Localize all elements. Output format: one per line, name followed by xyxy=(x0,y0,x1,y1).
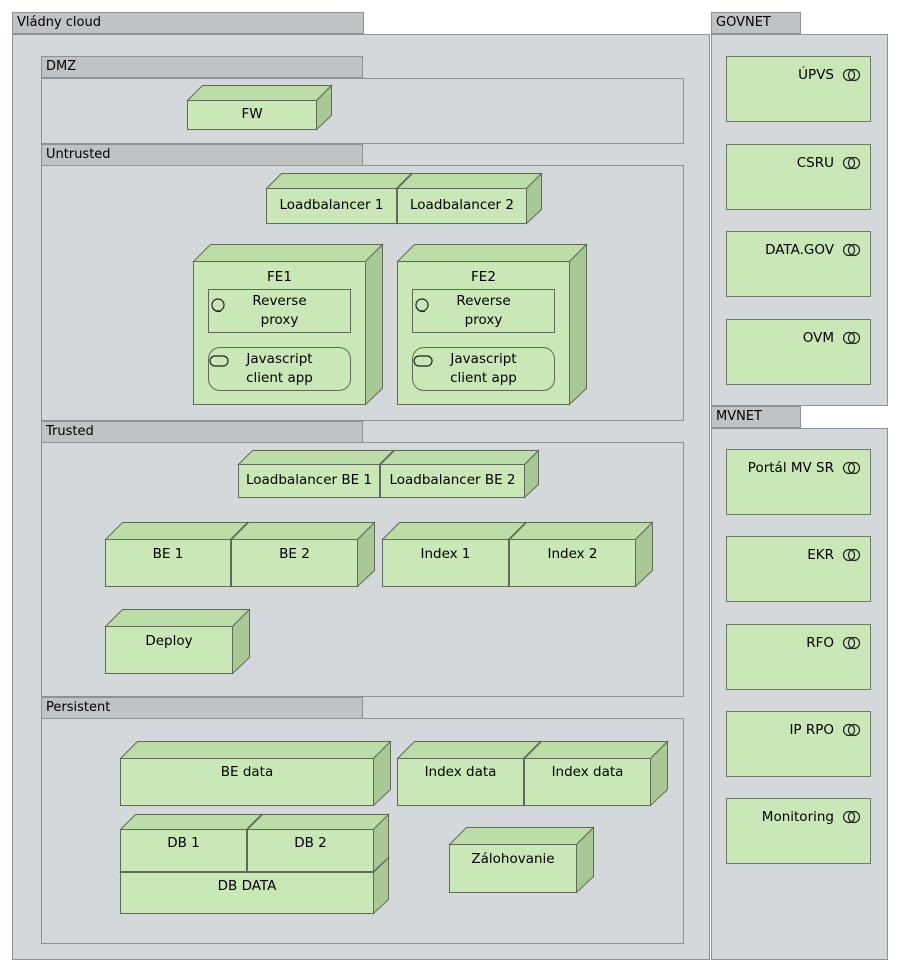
node-fw-label: FW xyxy=(241,106,263,122)
node-box-shape xyxy=(379,449,540,499)
node-index-1: Index 1 xyxy=(381,521,527,588)
node-be-2: BE 2 xyxy=(230,521,376,588)
mvnet-service-label: Monitoring xyxy=(761,809,834,826)
node-box-shape xyxy=(230,521,376,588)
mvnet-service-label: Portál MV SR xyxy=(747,460,834,476)
group-tab-mvnet: MVNET xyxy=(711,406,801,428)
node-db-data: DB DATA xyxy=(119,856,390,915)
node-be-data-label: BE data xyxy=(220,764,274,780)
node-fe2: FE2 Reverse proxy Javascript client app xyxy=(396,243,588,406)
fe2-javascript-client-app-label: Javascript client app xyxy=(450,351,517,386)
communication-network-icon xyxy=(842,811,861,824)
node-fe2-title: FE2 xyxy=(471,269,496,285)
group-dmz xyxy=(41,78,684,144)
node-loadbalancer-2: Loadbalancer 2 xyxy=(396,172,543,225)
node-loadbalancer-be-1-label: Loadbalancer BE 1 xyxy=(245,472,373,488)
node-fe1-title: FE1 xyxy=(267,269,292,285)
communication-network-icon xyxy=(842,549,861,562)
communication-network-icon xyxy=(842,156,861,169)
node-box-shape xyxy=(396,172,543,225)
node-loadbalancer-be-2-label: Loadbalancer BE 2 xyxy=(389,472,516,488)
mvnet-service-portal-mv-sr: Portál MV SR xyxy=(726,449,871,515)
mvnet-service-label: RFO xyxy=(806,634,834,651)
group-tab-vladny-cloud: Vládny cloud xyxy=(12,12,364,34)
node-zalohovanie-label: Zálohovanie xyxy=(471,851,555,867)
node-index-2-label: Index 2 xyxy=(547,546,598,562)
fe1-reverse-proxy: Reverse proxy xyxy=(208,289,351,333)
govnet-service-upvs: ÚPVS xyxy=(726,56,871,122)
govnet-service-label: OVM xyxy=(802,329,834,346)
node-be-1-label: BE 1 xyxy=(152,546,184,562)
node-loadbalancer-be-2: Loadbalancer BE 2 xyxy=(379,449,540,499)
govnet-service-csru: CSRU xyxy=(726,143,871,210)
node-index-data-2-label: Index data xyxy=(551,764,624,780)
communication-network-icon xyxy=(842,68,861,82)
node-index-2: Index 2 xyxy=(508,521,654,588)
node-loadbalancer-1: Loadbalancer 1 xyxy=(265,172,413,225)
group-tab-govnet: GOVNET xyxy=(711,12,801,34)
govnet-service-data-gov: DATA.GOV xyxy=(726,231,871,297)
node-index-data-1-label: Index data xyxy=(424,764,497,780)
node-db-data-label: DB DATA xyxy=(217,878,277,894)
application-service-icon xyxy=(209,355,229,367)
fe1-reverse-proxy-label: Reverse proxy xyxy=(252,293,307,328)
node-box-shape xyxy=(523,740,669,807)
node-loadbalancer-2-label: Loadbalancer 2 xyxy=(410,197,514,213)
node-box-shape xyxy=(237,449,395,499)
system-software-icon xyxy=(415,298,429,313)
mvnet-service-label: EKR xyxy=(807,547,834,564)
fe1-javascript-client-app-label: Javascript client app xyxy=(246,351,313,386)
mvnet-service-monitoring: Monitoring xyxy=(726,798,871,865)
mvnet-service-label: IP RPO xyxy=(789,721,834,738)
node-index-data-1: Index data xyxy=(396,740,542,807)
node-box-shape xyxy=(396,740,542,807)
communication-network-icon xyxy=(842,723,861,736)
group-tab-untrusted: Untrusted xyxy=(41,144,363,166)
node-index-1-label: Index 1 xyxy=(420,546,471,562)
communication-network-icon xyxy=(842,243,861,257)
govnet-service-ovm: OVM xyxy=(726,318,871,385)
fe2-reverse-proxy-label: Reverse proxy xyxy=(456,293,511,328)
group-tab-trusted: Trusted xyxy=(41,421,363,443)
node-db-2: DB 2 xyxy=(246,813,390,873)
node-index-data-2: Index data xyxy=(523,740,669,807)
node-zalohovanie: Zálohovanie xyxy=(448,826,595,894)
node-loadbalancer-1-label: Loadbalancer 1 xyxy=(279,197,384,213)
node-box-shape xyxy=(104,608,251,675)
govnet-service-label: DATA.GOV xyxy=(765,242,834,258)
communication-network-icon xyxy=(842,461,861,475)
mvnet-service-ekr: EKR xyxy=(726,536,871,603)
govnet-service-label: ÚPVS xyxy=(798,67,834,83)
group-tab-dmz: DMZ xyxy=(41,56,363,78)
node-box-shape xyxy=(186,84,333,131)
mvnet-service-rfo: RFO xyxy=(726,623,871,690)
fe2-javascript-client-app: Javascript client app xyxy=(412,347,555,391)
node-box-shape xyxy=(104,521,249,588)
node-db-1-label: DB 1 xyxy=(167,835,200,851)
group-mvnet xyxy=(711,428,888,960)
node-deploy-label: Deploy xyxy=(145,633,193,649)
govnet-service-label: CSRU xyxy=(796,154,834,171)
node-be-2-label: BE 2 xyxy=(279,546,310,562)
node-box-shape xyxy=(119,740,392,807)
node-box-shape xyxy=(508,521,654,588)
communication-network-icon xyxy=(842,331,861,344)
node-loadbalancer-be-1: Loadbalancer BE 1 xyxy=(237,449,395,499)
fe2-reverse-proxy: Reverse proxy xyxy=(412,289,555,333)
node-box-shape xyxy=(448,826,595,894)
node-be-1: BE 1 xyxy=(104,521,249,588)
mvnet-service-ip-rpo: IP RPO xyxy=(726,710,871,777)
node-be-data: BE data xyxy=(119,740,392,807)
fe1-javascript-client-app: Javascript client app xyxy=(208,347,351,391)
node-box-shape xyxy=(246,813,390,873)
application-service-icon xyxy=(413,355,433,367)
node-db-1: DB 1 xyxy=(119,813,263,873)
node-fe1: FE1 Reverse proxy Javascript client app xyxy=(192,243,384,406)
group-tab-persistent: Persistent xyxy=(41,697,363,719)
system-software-icon xyxy=(211,298,225,313)
node-db-2-label: DB 2 xyxy=(294,835,327,851)
node-fw: FW xyxy=(186,84,333,131)
node-deploy: Deploy xyxy=(104,608,251,675)
communication-network-icon xyxy=(842,636,861,649)
